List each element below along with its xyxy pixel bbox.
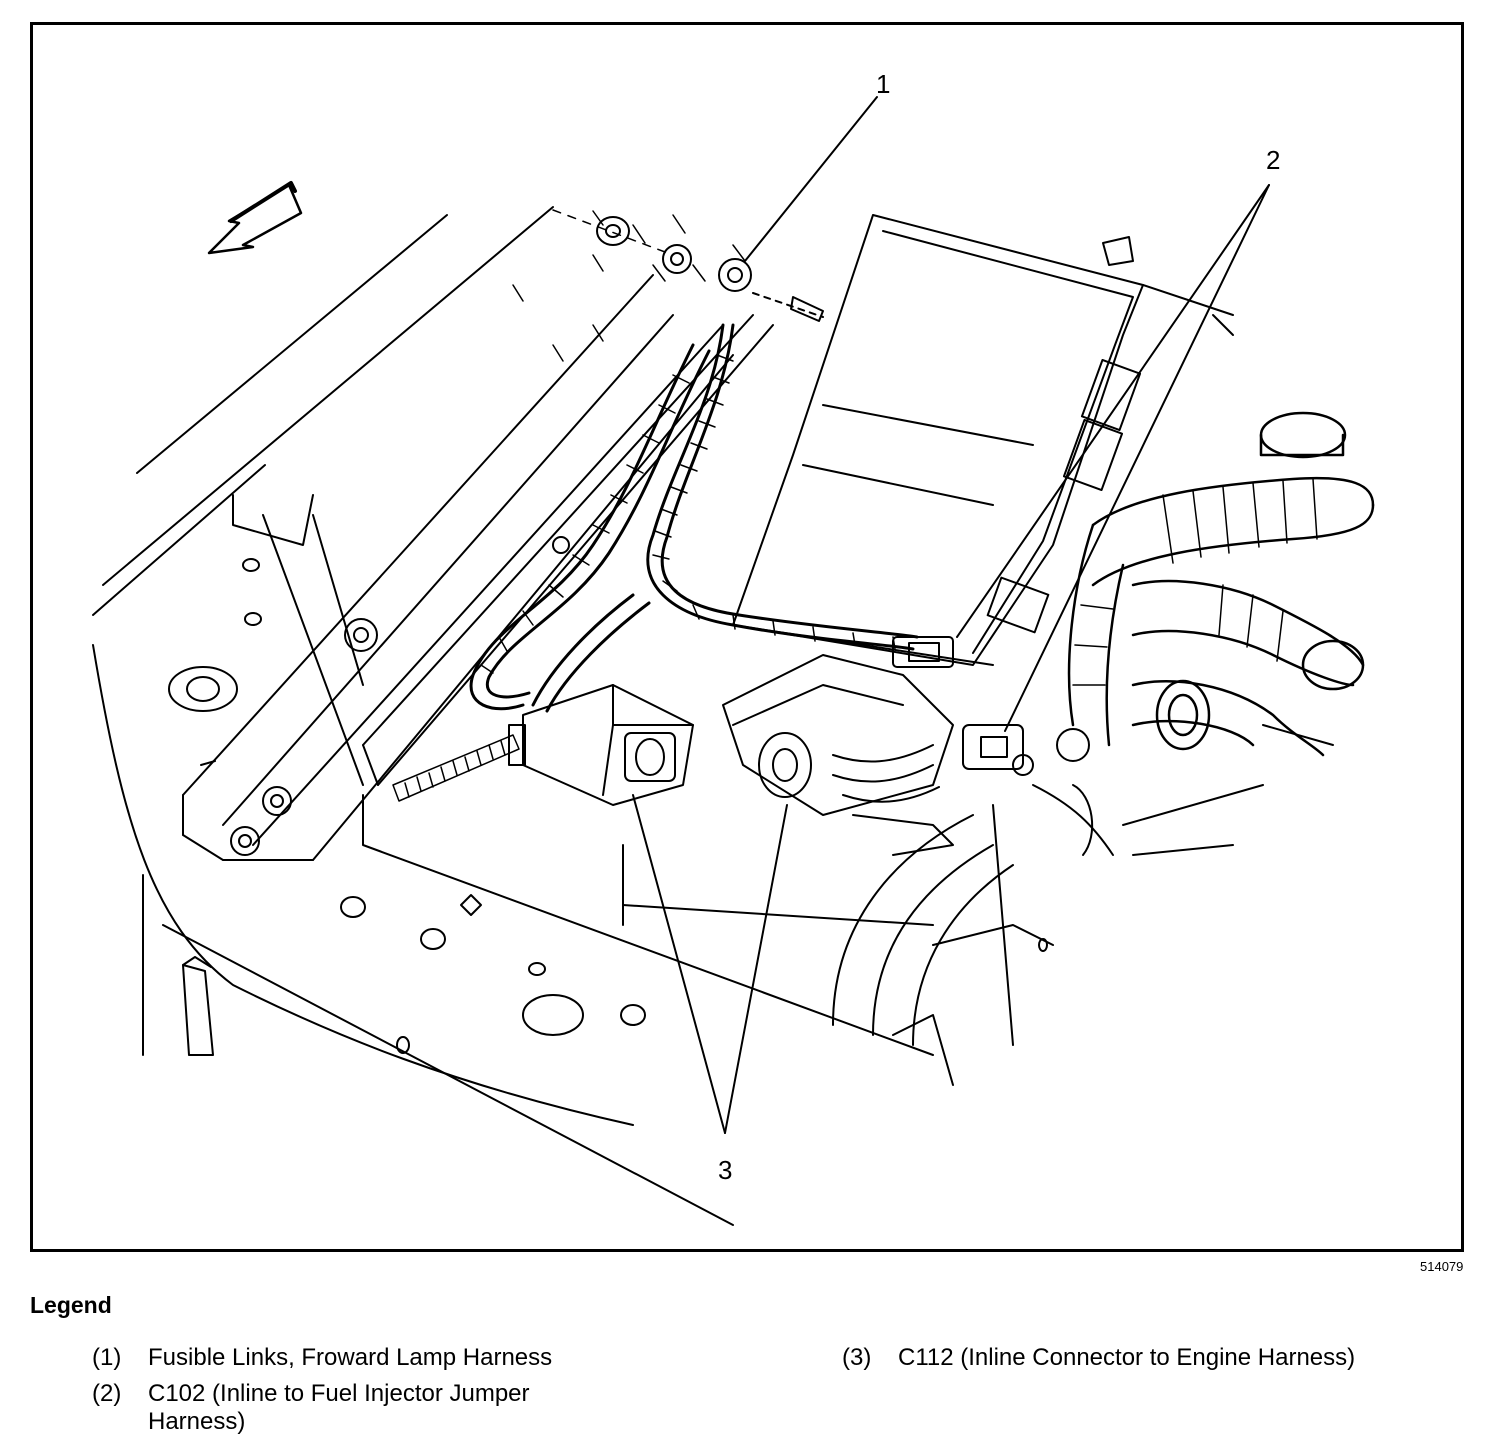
engine-harness-illustration	[92, 96, 1375, 1226]
hatch-lines	[512, 209, 746, 362]
nut-hardware	[596, 216, 824, 322]
diagram-frame: 1 2 3	[30, 22, 1464, 1252]
harness-wrap-ticks	[480, 354, 896, 674]
fusible-link-harness	[469, 323, 919, 713]
frame-rail	[92, 206, 774, 861]
callout-leaders	[632, 96, 1270, 1134]
legend-item-label: C112 (Inline Connector to Engine Harness…	[898, 1344, 1356, 1371]
legend-item-number: (3)	[842, 1344, 872, 1371]
c102-connector	[892, 636, 1024, 770]
forward-arrow-icon	[207, 181, 303, 255]
legend-item-label: C102 (Inline to Fuel Injector Jumper Har…	[148, 1380, 530, 1435]
callout-1: 1	[876, 69, 891, 99]
loom-ribs	[1072, 478, 1318, 686]
fan-shroud	[832, 724, 1334, 1086]
callout-3: 3	[718, 1155, 733, 1185]
legend-item-number: (2)	[92, 1380, 122, 1407]
c112-connector-left	[508, 684, 694, 806]
legend-item-number: (1)	[92, 1344, 122, 1371]
strap	[392, 734, 520, 802]
callout-2: 2	[1266, 145, 1281, 175]
control-module	[732, 214, 1234, 666]
engine-harness-loom	[1067, 411, 1375, 757]
sheet-metal-panel	[92, 494, 934, 1226]
legend-title: Legend	[30, 1292, 112, 1318]
c112-connector-right	[722, 654, 954, 856]
legend-item-label: Fusible Links, Froward Lamp Harness	[148, 1344, 553, 1371]
figure-id: 514079	[1420, 1259, 1464, 1274]
